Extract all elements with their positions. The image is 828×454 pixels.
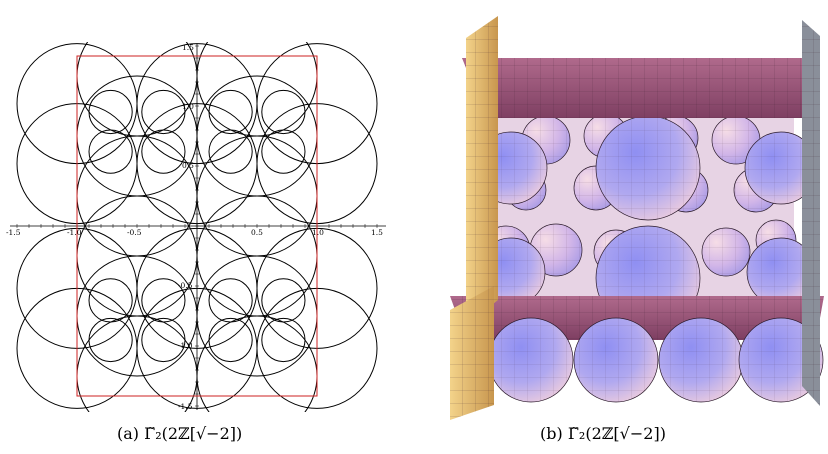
packing-circle (261, 278, 306, 323)
y-tick-label: 1.0 (182, 102, 194, 111)
sphere-mesh (747, 238, 815, 306)
y-tick-label: -1.0 (178, 341, 193, 350)
packing-circle (141, 278, 186, 323)
sphere-render-svg (450, 16, 824, 420)
packing-circle (208, 129, 253, 174)
sphere-mesh (659, 318, 743, 402)
y-tick-label: -1.5 (178, 402, 193, 411)
x-tick-label: 1.5 (371, 228, 383, 237)
sphere-mesh (489, 318, 573, 402)
top-wall-mesh (462, 58, 816, 118)
sphere-mesh (712, 116, 760, 164)
packing-circle (208, 89, 253, 135)
x-tick-label: -0.5 (127, 228, 142, 237)
sphere-mesh (596, 116, 700, 220)
packing-circle (196, 315, 318, 412)
x-tick-label: 0.5 (251, 228, 263, 237)
x-tick-label: 1.0 (312, 228, 324, 237)
circle-packing-plot: -1.5 -1.0 -0.5 0.5 1.0 1.5 1.5 1.0 0.5 -… (0, 0, 400, 425)
circle-plot-svg: -1.5 -1.0 -0.5 0.5 1.0 1.5 1.5 1.0 0.5 -… (6, 42, 386, 412)
sphere-packing-render (436, 0, 828, 425)
packing-circle (88, 89, 133, 135)
packing-circle (141, 129, 186, 174)
packing-circle (88, 129, 133, 174)
left-lower-side-wall-mesh (450, 286, 494, 420)
packing-circle (88, 278, 133, 323)
x-tick-label: -1.0 (67, 228, 82, 237)
y-tick-label: -0.5 (178, 281, 193, 290)
caption-a: (a) Γ̃₂(2ℤ[√−2]) (117, 424, 243, 443)
fundamental-domain-frame (76, 55, 318, 397)
sphere-mesh (574, 318, 658, 402)
caption-b: (b) Γ̃₂(2ℤ[√−2]) (540, 424, 666, 443)
packing-circle (261, 317, 306, 363)
y-tick-label: 0.5 (182, 161, 194, 170)
packing-circle (208, 317, 253, 363)
y-tick-label: 1.5 (182, 43, 194, 52)
packing-circle (261, 89, 306, 135)
packing-circle (141, 317, 186, 363)
sphere-mesh (745, 132, 817, 204)
left-side-wall-mesh (466, 16, 498, 326)
x-tick-label: -1.5 (6, 228, 21, 237)
packing-circle (141, 89, 186, 135)
packing-circle (88, 317, 133, 363)
right-side-wall-mesh (802, 20, 820, 406)
packing-circle (261, 129, 306, 174)
packing-circle (208, 278, 253, 323)
sphere-mesh (702, 228, 750, 276)
